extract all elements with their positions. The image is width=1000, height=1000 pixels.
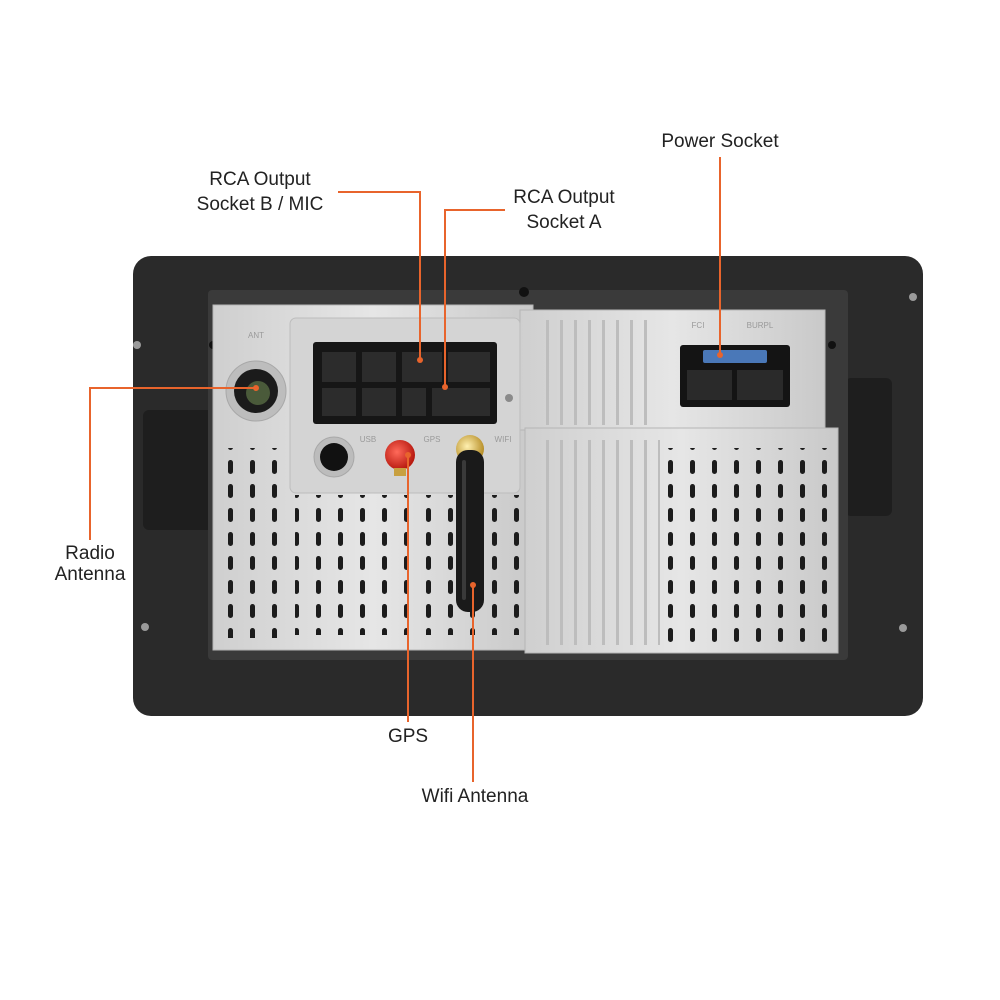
power-socket-fuse: [703, 350, 767, 363]
screw: [141, 623, 149, 631]
leader-dots: [253, 352, 723, 588]
rca-socket-b-block-6: [402, 388, 426, 416]
leader-line-rca-a: [444, 209, 505, 387]
leader-line-rca-b: [338, 191, 421, 360]
rca-socket-b-block-2: [362, 352, 396, 382]
wifi-antenna-highlight: [462, 460, 466, 600]
screw: [133, 341, 141, 349]
radio-antenna-socket-core: [246, 381, 270, 405]
screw: [909, 293, 917, 301]
power-socket-pins-left: [687, 370, 732, 400]
panel-marking-usb: USB: [360, 435, 376, 444]
screw: [505, 394, 513, 402]
usb-port-hole: [320, 443, 348, 471]
vent-slots-bottom: [295, 495, 525, 635]
panel-marking-fuse-left: FCI: [692, 321, 705, 330]
rca-socket-b-block-1: [322, 352, 356, 382]
vent-ribs-top: [538, 320, 658, 425]
label-power-socket: Power Socket: [661, 131, 779, 152]
screw: [899, 624, 907, 632]
label-radio-antenna: Radio Antenna: [40, 543, 140, 585]
bezel-side-right: [845, 378, 892, 516]
label-gps: GPS: [387, 726, 429, 747]
leader-line-radio-antenna: [89, 387, 256, 540]
screw: [519, 287, 529, 297]
bezel-side-left: [143, 410, 218, 530]
panel-marking-ant: ANT: [248, 331, 264, 340]
label-rca-output-a: RCA Output Socket A: [494, 185, 634, 235]
wifi-antenna: [456, 450, 484, 612]
gps-port-base: [394, 468, 406, 476]
label-rca-output-a-line1: RCA Output: [513, 187, 615, 208]
power-socket-pins-right: [737, 370, 783, 400]
label-radio-antenna-line2: Antenna: [54, 564, 126, 585]
label-rca-output-a-line2: Socket A: [526, 212, 602, 233]
panel-marking-fuse-right: BURPL: [747, 321, 774, 330]
label-radio-antenna-line1: Radio: [65, 543, 115, 564]
rca-socket-b-block-3: [402, 352, 442, 382]
vent-slots-left: [226, 448, 292, 638]
rca-socket-b-block-4: [322, 388, 356, 416]
label-rca-output-b: RCA Output Socket B / MIC: [180, 167, 340, 217]
rca-socket-b-block-5: [362, 388, 396, 416]
vent-slots-right: [665, 448, 830, 643]
label-rca-output-b-line1: RCA Output: [209, 169, 311, 190]
rca-socket-a-block-2: [432, 388, 490, 416]
rca-socket-a-block: [448, 352, 490, 382]
vent-ribs-center: [535, 440, 660, 645]
panel-marking-wifi: WIFI: [495, 435, 512, 444]
screw: [828, 341, 836, 349]
panel-marking-gps: GPS: [424, 435, 441, 444]
label-rca-output-b-line2: Socket B / MIC: [196, 194, 324, 215]
leader-lines: [89, 157, 721, 782]
label-wifi-antenna: Wifi Antenna: [421, 786, 529, 807]
